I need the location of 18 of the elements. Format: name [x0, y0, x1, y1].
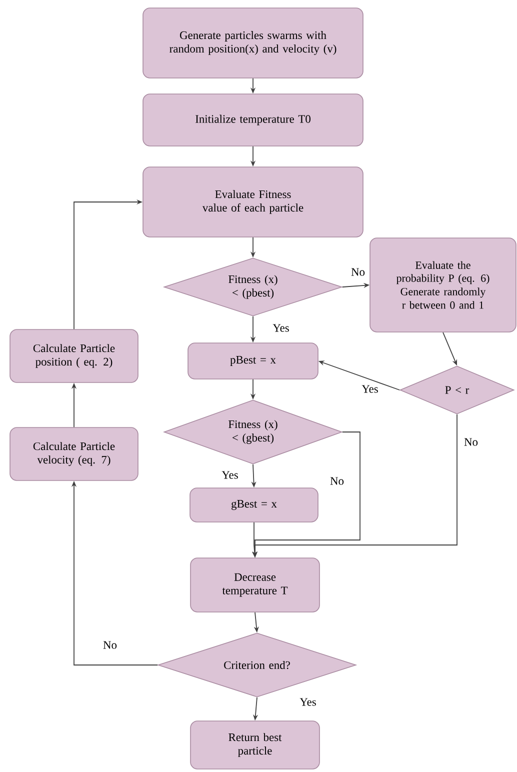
edge-label: Yes: [272, 323, 290, 333]
edge-label: No: [463, 437, 479, 447]
process-box: Evaluate Fitness value of each particle: [142, 166, 364, 238]
process-box: Calculate Particle velocity (eq. 7): [10, 427, 138, 481]
edge-label: No: [329, 476, 345, 486]
process-box: gBest = x: [190, 488, 318, 522]
process-box: Evaluate the probability P (eq. 6) Generate randomly r between 0 and 1: [370, 238, 516, 332]
process-box: Generate particles swarms with random position(x) and velocity (v): [142, 8, 364, 78]
edge-label: Yes: [360, 384, 380, 394]
process-box: pBest = x: [188, 342, 318, 380]
edge-label: Yes: [298, 697, 318, 707]
edge-label: No: [350, 267, 366, 277]
process-box: Calculate Particle position ( eq. 2): [10, 329, 138, 383]
process-box: Return best particle: [190, 720, 320, 770]
edge-label: Yes: [220, 470, 240, 480]
process-box: Initialize temperature T0: [142, 94, 364, 146]
edge-label: No: [102, 640, 118, 650]
process-box: Decrease temperature T: [190, 558, 320, 612]
